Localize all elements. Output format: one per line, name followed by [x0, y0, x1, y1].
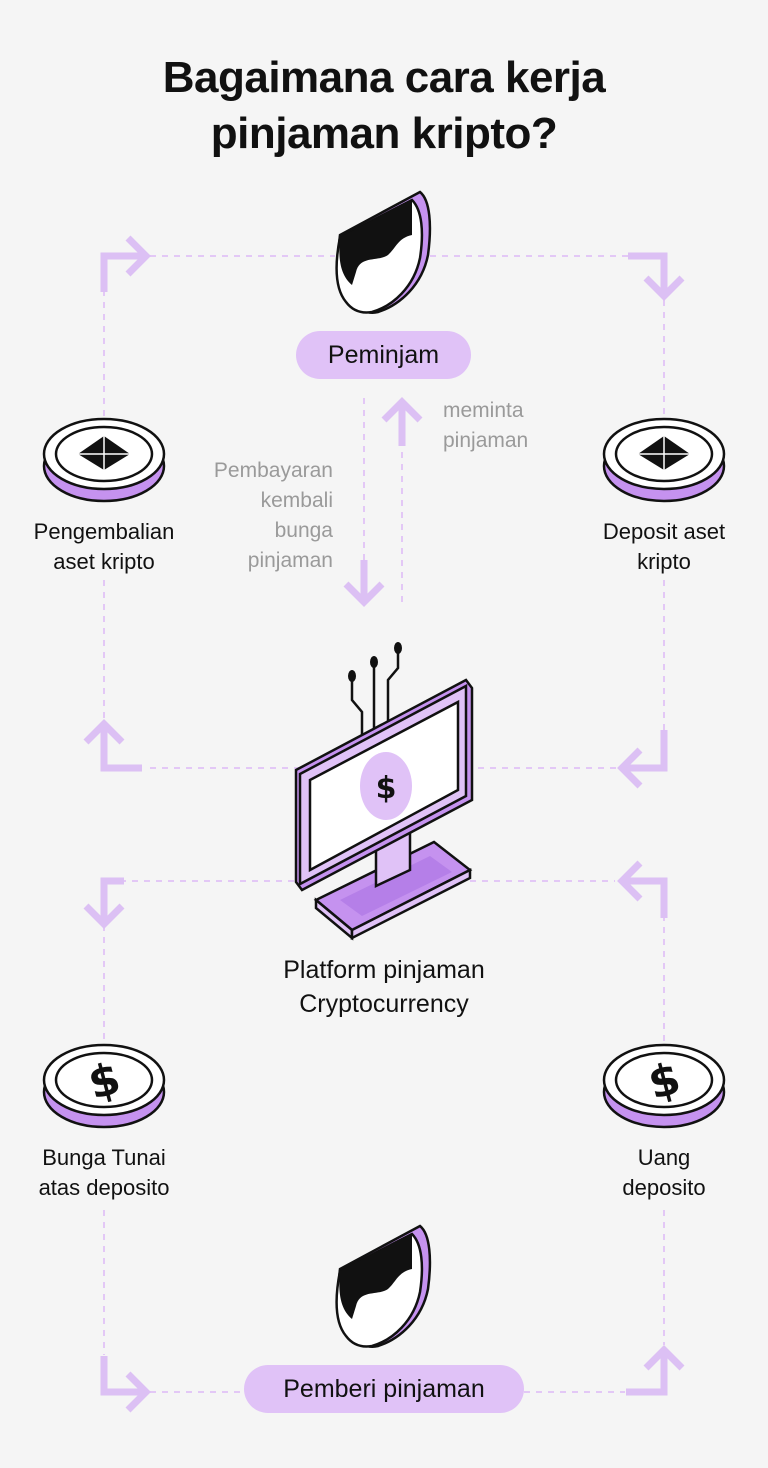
arrow-right-icon: [100, 1356, 151, 1413]
platform-monitor-icon: $: [294, 642, 474, 941]
request-label-line-2: pinjaman: [443, 429, 529, 452]
cash-deposit-label: Uang deposito: [564, 1143, 764, 1203]
repayment-label: Pembayaran kembali bunga pinjaman: [170, 456, 333, 576]
arrow-down-icon: [628, 252, 685, 301]
cash-deposit-line-2: deposito: [622, 1175, 706, 1200]
cash-interest-line-2: atas deposito: [38, 1175, 170, 1200]
lender-avatar-icon: [335, 1224, 432, 1348]
ethereum-icon: [78, 436, 130, 470]
return-crypto-line-1: Pengembalian: [33, 519, 175, 544]
flow-lines: [103, 255, 665, 1393]
coin-return-crypto: [42, 417, 166, 503]
arrow-up-icon: [83, 719, 142, 772]
ethereum-icon: [638, 436, 690, 470]
title-line-2: pinjaman kripto?: [210, 109, 558, 158]
arrow-left-icon: [617, 730, 668, 789]
platform-label-line-1: Platform pinjaman: [283, 956, 485, 984]
arrow-down-icon: [343, 560, 385, 607]
cash-deposit-line-1: Uang: [637, 1145, 691, 1170]
arrow-left-icon: [617, 860, 668, 918]
deposit-crypto-line-1: Deposit aset: [602, 519, 726, 544]
platform-label: Platform pinjaman Cryptocurrency: [184, 953, 584, 1021]
coin-cash-deposit: $: [602, 1043, 726, 1129]
coin-deposit-crypto: [602, 417, 726, 503]
repayment-label-line-2: kembali: [260, 489, 333, 512]
coin-cash-interest: $: [42, 1043, 166, 1129]
return-crypto-label: Pengembalian aset kripto: [4, 517, 204, 577]
cash-interest-line-1: Bunga Tunai: [42, 1145, 166, 1170]
platform-label-line-2: Cryptocurrency: [299, 990, 469, 1018]
borrower-pill: Peminjam: [296, 331, 471, 379]
lender-pill: Pemberi pinjaman: [244, 1365, 524, 1413]
deposit-crypto-label: Deposit aset kripto: [564, 517, 764, 577]
borrower-avatar-icon: [335, 190, 432, 314]
flow-arrows: [83, 235, 685, 1413]
request-label: meminta pinjaman: [443, 396, 528, 456]
request-label-line-1: meminta: [443, 399, 524, 422]
cash-interest-label: Bunga Tunai atas deposito: [4, 1143, 204, 1203]
deposit-crypto-line-2: kripto: [637, 549, 691, 574]
title-line-1: Bagaimana cara kerja: [162, 53, 606, 102]
return-crypto-line-2: aset kripto: [53, 549, 155, 574]
arrow-down-icon: [83, 877, 125, 929]
arrow-right-icon: [100, 235, 151, 292]
repayment-label-line-3: bunga: [274, 519, 333, 542]
repayment-label-line-1: Pembayaran: [213, 459, 333, 482]
arrow-up-icon: [381, 397, 423, 446]
arrow-up-icon: [626, 1345, 685, 1396]
page-title: Bagaimana cara kerja pinjaman kripto?: [0, 50, 768, 162]
dollar-icon: $: [376, 771, 397, 806]
repayment-label-line-4: pinjaman: [247, 549, 333, 572]
